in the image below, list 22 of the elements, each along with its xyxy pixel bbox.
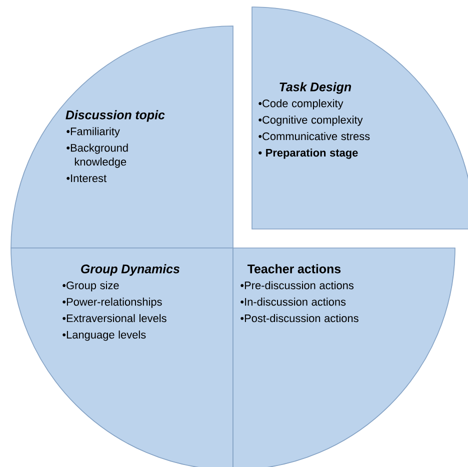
bullet-item: •Extraversional levels xyxy=(62,314,166,322)
quadrant xyxy=(232,248,456,467)
quadrant xyxy=(10,26,234,248)
bullet-item: •In-discussion actions xyxy=(240,298,346,306)
heading: Group Dynamics xyxy=(81,264,180,276)
bullet-item: •Familiarity xyxy=(66,127,120,138)
quadrant xyxy=(10,248,234,467)
heading: Teacher actions xyxy=(247,264,341,274)
bullet-item: •Pre-discussion actions xyxy=(240,281,354,290)
bullet-item: •Code complexity xyxy=(258,99,344,110)
bullet-item: •Post-discussion actions xyxy=(240,314,358,322)
heading: Task Design xyxy=(280,82,352,94)
bullet-item: •Communicative stress xyxy=(258,132,370,140)
bullet-item: •Cognitive complexity xyxy=(258,116,363,126)
bullet-item: •Language levels xyxy=(62,330,146,341)
quadrant xyxy=(252,6,468,230)
bullet-item: •Power-relationships xyxy=(62,298,162,308)
heading: Discussion topic xyxy=(66,110,165,122)
bullet-item: •Background knowledge xyxy=(66,144,128,168)
bullet-item: • Preparation stage xyxy=(258,148,358,159)
bullet-item: •Interest xyxy=(66,174,106,182)
bullet-item: •Group size xyxy=(62,281,119,292)
